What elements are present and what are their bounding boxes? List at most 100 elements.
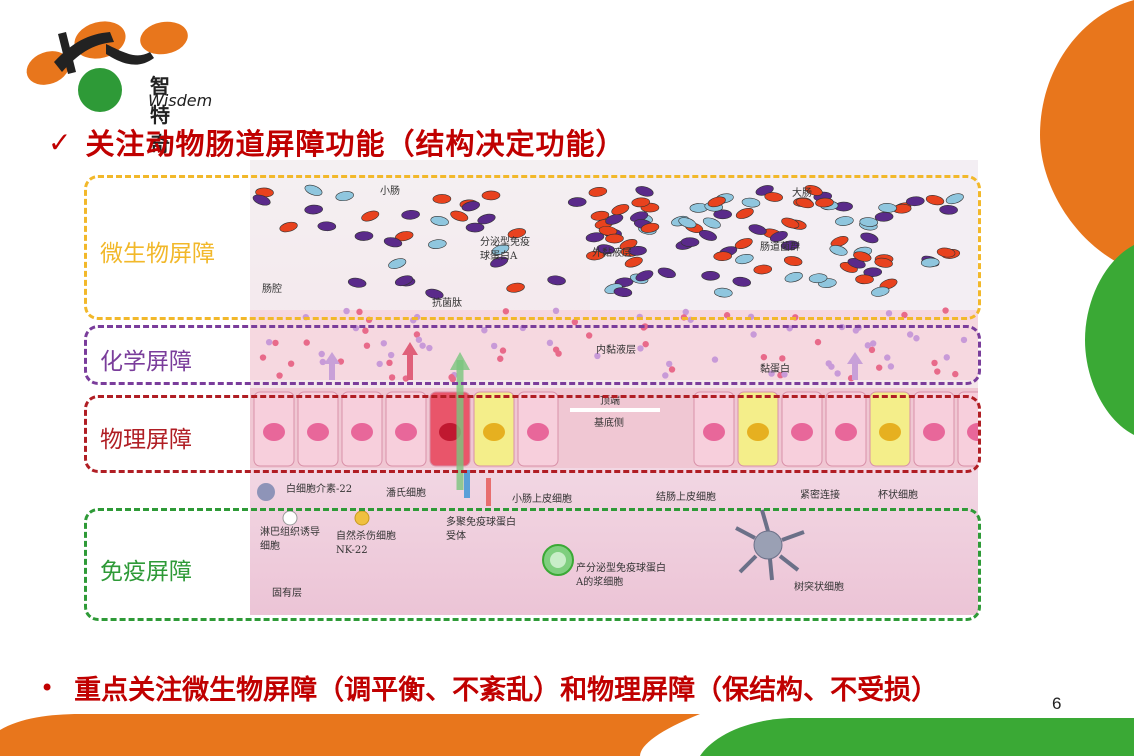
mucus-dot	[318, 350, 325, 358]
mucus-dot	[303, 339, 310, 346]
mucus-dot	[502, 308, 510, 315]
bacterium	[853, 251, 872, 262]
mucus-dot	[380, 340, 387, 347]
bacterium	[795, 197, 814, 209]
mucus-dot	[875, 364, 883, 371]
bacterium	[678, 217, 697, 229]
label-small-intestine: 小肠	[380, 186, 400, 197]
bacterium	[490, 256, 509, 268]
bacterium	[860, 232, 879, 244]
mucus-dot	[585, 332, 593, 339]
bacterium	[808, 273, 828, 284]
bacterium	[734, 238, 753, 250]
bacterium	[631, 197, 651, 208]
mucus-dot	[555, 350, 562, 357]
bacterium	[830, 236, 849, 248]
bacterium	[605, 233, 624, 244]
bacterium	[465, 222, 485, 233]
bacterium	[835, 216, 854, 226]
bacterium	[279, 221, 298, 233]
physical-barrier-label: 物理屏障	[100, 427, 192, 453]
label-gut-flora: 肠道菌群	[760, 242, 800, 253]
label-large-intestine: 大肠	[792, 188, 812, 199]
mucus-dot	[711, 356, 719, 363]
bacterium	[945, 193, 964, 205]
immune-barrier-box	[84, 508, 981, 621]
label-plasma-cell: 产分泌型免疫球蛋白A的浆细胞	[576, 563, 666, 588]
label-apical: 顶端	[600, 396, 620, 407]
mucus-dot	[387, 351, 395, 359]
bacterium	[815, 197, 834, 208]
bacterium	[335, 191, 354, 202]
bacterium	[735, 207, 754, 219]
bacterium	[713, 209, 732, 220]
bacterium	[586, 250, 605, 261]
mucus-dot	[662, 372, 669, 379]
bacterium	[657, 267, 676, 279]
mucus-dot	[942, 307, 949, 314]
bacterium	[491, 244, 510, 256]
mucus-dot	[363, 342, 371, 349]
bacterium	[906, 196, 925, 207]
label-si-epithelium: 小肠上皮细胞	[512, 494, 572, 505]
bacterium	[732, 276, 751, 287]
key-note-text: 重点关注微生物屏障（调平衡、不紊乱）和物理屏障（保结构、不受损）	[74, 675, 939, 706]
mucus-dot	[901, 311, 908, 319]
green-edge-shape	[1085, 245, 1134, 435]
bacterium	[317, 221, 337, 232]
bacterium	[635, 270, 654, 282]
bacterium	[506, 282, 525, 293]
bacterium	[252, 194, 271, 206]
bacterium	[713, 251, 732, 262]
label-secretory-iga: 分泌型免疫球蛋白A	[480, 237, 530, 262]
bacterium	[829, 245, 848, 256]
mucus-dot	[265, 338, 273, 346]
mucus-dot	[259, 354, 267, 361]
chemical-barrier-label: 化学屏障	[100, 349, 192, 375]
bacterium	[605, 214, 624, 225]
bacterium	[863, 267, 883, 277]
mucus-dot	[834, 370, 841, 377]
bacterium	[628, 245, 647, 256]
mucus-dot	[884, 354, 891, 361]
bacterium	[769, 231, 788, 242]
bacterium	[748, 224, 767, 235]
label-inner-mucus: 内黏液层	[596, 345, 636, 356]
mucus-dot	[864, 342, 872, 349]
mucus-dot	[934, 368, 941, 375]
cell-nucleus	[747, 423, 769, 441]
bacterium	[764, 192, 783, 202]
bacterium	[547, 275, 566, 286]
bacterium	[925, 195, 945, 206]
mucus-dot	[952, 370, 959, 378]
apical-marker	[570, 408, 660, 412]
bacterium	[361, 210, 380, 222]
slide-title-text: 关注动物肠道屏障功能（结构决定功能）	[85, 127, 626, 161]
label-paneth: 潘氏细胞	[386, 488, 426, 499]
bacterium	[874, 212, 894, 222]
logo-chinese-name: 智特奇	[150, 74, 171, 156]
bacterium	[425, 288, 444, 300]
mucus-dot	[343, 307, 350, 315]
mucus-dot	[449, 375, 457, 383]
mucus-dot	[943, 354, 950, 361]
bullet-icon: •	[40, 673, 55, 702]
bacterium	[461, 201, 480, 212]
bacterium	[753, 264, 773, 275]
bacterium	[874, 257, 893, 268]
mucus-dot	[287, 360, 295, 367]
microbial-barrier-label: 微生物屏障	[100, 241, 215, 267]
bacterium	[304, 204, 323, 215]
mucus-dot	[356, 308, 363, 316]
cell-nucleus	[351, 423, 373, 441]
bacterium	[784, 272, 803, 283]
label-dendritic: 树突状细胞	[794, 582, 844, 593]
label-mucin: 黏蛋白	[760, 364, 790, 375]
bacterium	[640, 222, 660, 233]
bacterium	[635, 186, 654, 197]
mucus-dot	[960, 336, 968, 344]
mucus-dot	[868, 346, 876, 354]
mucus-dot	[779, 355, 786, 362]
logo-english-name: Wisdem	[148, 91, 213, 110]
bacterium	[596, 244, 616, 255]
